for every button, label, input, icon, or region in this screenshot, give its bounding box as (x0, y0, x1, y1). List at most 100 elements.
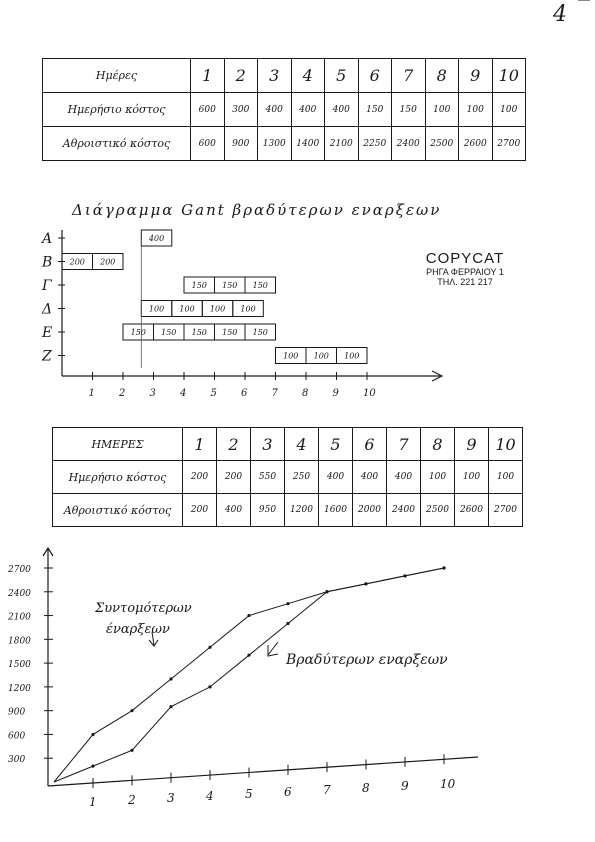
gantt-bar-value: 400 (148, 234, 164, 243)
row-label: Ημερήσιο κόστος (52, 460, 183, 494)
value-cell: 400 (324, 92, 359, 127)
curve-point (169, 705, 173, 709)
stamp-address: ΡΗΓΑ ΦΕΡΡΑΙΟΥ 1 (426, 267, 504, 277)
stamp-name: COPYCAT (425, 250, 505, 267)
curve-x-tick-label: 7 (323, 783, 331, 797)
curve-x-tick-label: 5 (245, 787, 253, 801)
value-cell: 100 (420, 460, 455, 494)
gantt-bar-cell (244, 323, 276, 341)
gantt-bar-cell (244, 276, 276, 294)
day-cell: 5 (324, 58, 359, 93)
gantt-bar-value: 150 (192, 328, 207, 337)
row-label: Αθροιστικό κόστος (42, 126, 191, 161)
value-cell: 2700 (491, 126, 526, 161)
gantt-title: Διάγραμμα Gant βραδύτερων εναρξεων (72, 201, 442, 219)
value-cell: 900 (223, 126, 258, 161)
curve-y-tick-label: 2100 (7, 613, 31, 623)
gantt-bar-value: 100 (314, 352, 329, 361)
gantt-bar-value: 100 (240, 305, 255, 314)
curve-point (208, 645, 212, 649)
gantt-bar-value: 100 (149, 305, 164, 314)
value-cell: 1300 (257, 126, 292, 161)
gantt-x-tick-label: 8 (302, 388, 308, 399)
header-label: Ημέρες (42, 58, 191, 93)
gantt-row-label: Γ (41, 278, 53, 294)
gantt-bar-cell (92, 253, 124, 270)
value-cell: 600 (190, 92, 225, 127)
curve-point (130, 748, 134, 752)
curve-x-tick-label: 1 (89, 795, 97, 809)
curve-y-tick-label: 1200 (8, 684, 31, 694)
curve-y-axis-arrow (42, 546, 54, 557)
gantt-row-label: Z (41, 349, 52, 365)
gantt-bar-value: 100 (283, 352, 298, 361)
stamp-phone: ΤΗΛ. 221 217 (437, 277, 493, 287)
day-cell: 5 (318, 427, 353, 461)
gantt-row-label: B (41, 255, 52, 271)
gantt-bar-cell (140, 229, 173, 247)
gantt-x-tick-label: 10 (363, 388, 376, 399)
gantt-bar-value: 200 (69, 258, 85, 267)
curve-y-tick-label: 300 (8, 755, 25, 765)
gantt-bar-value: 150 (253, 328, 268, 337)
gantt-bar-value: 150 (192, 281, 207, 290)
table-row: Αθροιστικό κόστος 200 400 950 1200 1600 … (52, 493, 523, 527)
value-cell: 400 (216, 493, 251, 527)
value-cell: 150 (357, 92, 392, 127)
curve-point (286, 621, 290, 626)
curve-y-tick-label: 2700 (7, 565, 31, 575)
day-cell: 8 (420, 427, 455, 461)
table-header-row: ΗΜΕΡΕΣ 1 2 3 4 5 6 7 8 9 10 (52, 427, 523, 461)
gantt-bar-value: 150 (131, 328, 146, 337)
gantt-axis-arrow (431, 370, 444, 382)
curve-x-tick-label: 2 (127, 793, 136, 807)
curve-point (169, 677, 173, 681)
value-cell: 100 (458, 92, 493, 127)
gantt-x-tick-label: 5 (211, 388, 217, 399)
curve-y-tick-label: 900 (8, 708, 25, 718)
day-cell: 6 (357, 58, 392, 93)
page-number: 4 (553, 2, 567, 27)
day-cell: 1 (190, 58, 225, 93)
gantt-x-tick-label: 9 (333, 388, 340, 399)
curve-x-tick-label: 8 (362, 781, 370, 795)
table-row: Ημερήσιο κόστος 600 300 400 400 400 150 … (42, 92, 526, 127)
curve-point (91, 732, 95, 737)
curve-x-tick-label: 10 (440, 777, 456, 791)
gantt-x-tick-label: 4 (179, 388, 186, 399)
table-row: Αθροιστικό κόστος 600 900 1300 1400 2100… (42, 126, 526, 161)
early-annotation-arrow-icon (148, 631, 159, 647)
cost-table-late: ΗΜΕΡΕΣ 1 2 3 4 5 6 7 8 9 10 Ημερήσιο κόσ… (52, 427, 523, 527)
curve-x-tick-label: 6 (284, 785, 292, 799)
curve-point (364, 582, 368, 586)
curve-point (286, 602, 290, 606)
value-cell: 600 (190, 126, 225, 161)
day-cell: 1 (182, 427, 217, 461)
curve-x-tick-label: 9 (401, 779, 409, 793)
page-mark (578, 0, 590, 4)
gantt-bar-cell (232, 300, 264, 317)
value-cell: 2700 (488, 493, 523, 527)
curve-point (91, 764, 95, 768)
gantt-bar-value: 100 (179, 305, 194, 314)
day-cell: 4 (284, 427, 319, 461)
curve-y-tick-label: 1500 (8, 660, 31, 670)
gantt-bar-value: 100 (344, 352, 359, 361)
gantt-bar-value: 150 (253, 281, 268, 290)
curve-point (130, 709, 134, 713)
curve-point (403, 574, 407, 578)
late-annotation-arrow-icon (267, 641, 279, 657)
value-cell: 100 (454, 460, 489, 494)
gantt-x-tick-label: 1 (89, 388, 95, 399)
gantt-x-tick-label: 3 (150, 388, 156, 399)
table-row: Ημερήσιο κόστος 200 200 550 250 400 400 … (52, 460, 523, 494)
gantt-x-tick-label: 6 (241, 388, 248, 399)
gantt-bar-value: 150 (161, 328, 176, 337)
value-cell: 1600 (318, 493, 353, 527)
curve-x-tick-label: 3 (167, 791, 175, 805)
gantt-x-tick-label: 2 (118, 388, 125, 399)
curve-point (208, 685, 212, 689)
gantt-bar-value: 200 (99, 258, 115, 267)
value-cell: 1200 (284, 493, 319, 527)
